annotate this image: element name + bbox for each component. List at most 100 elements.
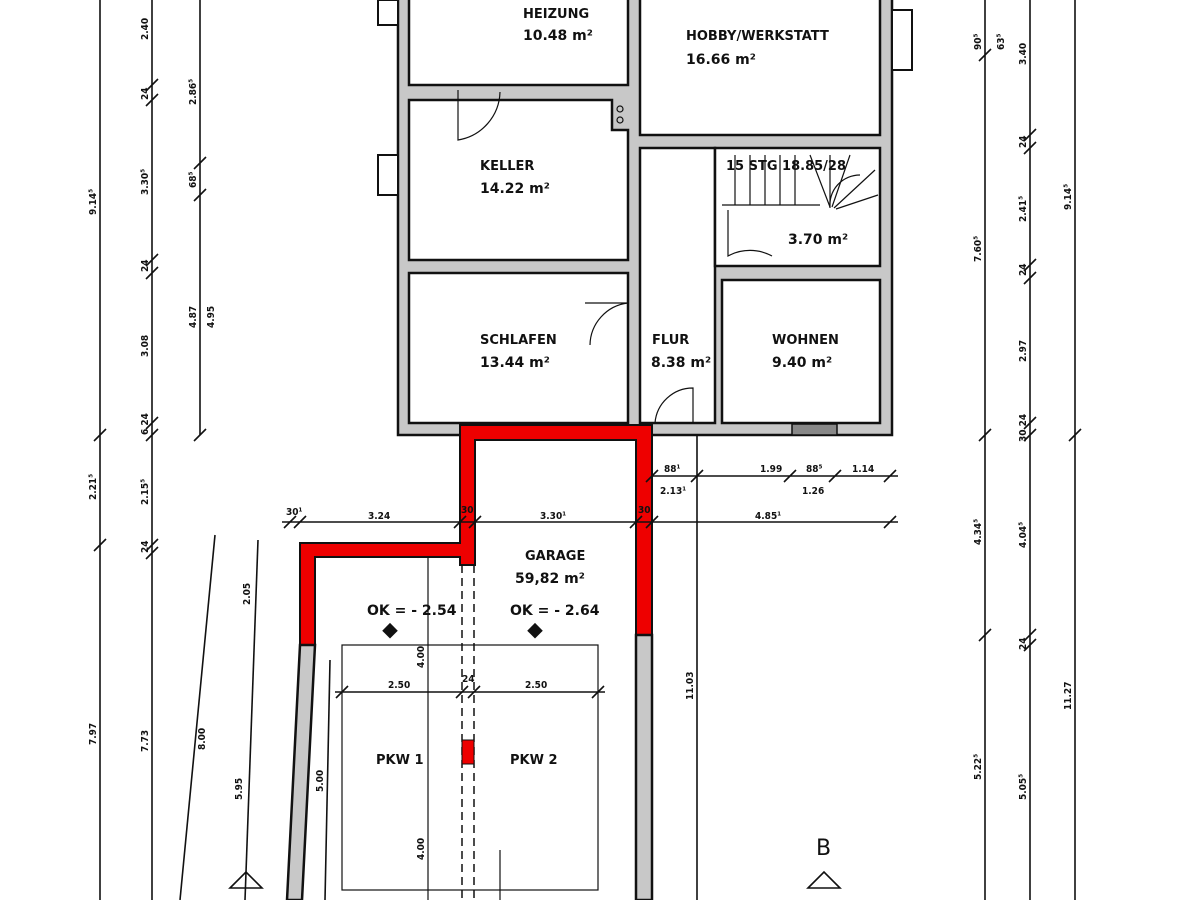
- dimension-tick: [283, 515, 297, 529]
- dimension-text: 2.13¹: [660, 486, 686, 497]
- dimension-tick: [1023, 271, 1037, 285]
- dimension-tick: [978, 628, 992, 642]
- level-label: OK = - 2.54: [367, 603, 457, 619]
- dimension-text: 24: [140, 87, 151, 100]
- door-schlafen: [585, 302, 629, 346]
- dimension-text: 2.15⁵: [140, 479, 151, 505]
- dimension-text: 1.26: [802, 486, 824, 497]
- room-flur: [638, 146, 717, 425]
- dimension-tick: [335, 685, 349, 699]
- stair-label: 15 STG 18.85/28: [726, 159, 846, 174]
- dimension-lines-vertical: [99, 0, 1076, 900]
- dimension-text: 11.03: [685, 672, 696, 700]
- dimension-text: 2.50: [388, 680, 410, 691]
- dimension-text: 30: [638, 505, 651, 516]
- dimension-tick: [193, 188, 207, 202]
- dimension-tick: [145, 266, 159, 280]
- column-marker: [461, 739, 475, 765]
- room-schlafen: [407, 271, 630, 425]
- section-marker-icon: [228, 870, 264, 889]
- dimension-text: 3.30¹: [540, 511, 566, 522]
- dimension-text: 24: [1018, 135, 1029, 148]
- room-area: 9.40 m²: [772, 355, 832, 371]
- dimension-tick: [690, 469, 704, 483]
- room-name: WOHNEN: [772, 333, 839, 348]
- dimension-text: 5.22⁵: [973, 754, 984, 780]
- room-name: HEIZUNG: [523, 7, 589, 22]
- level-marker-icon: [382, 622, 398, 639]
- level-marker-icon: [527, 622, 543, 639]
- dimension-text: 8.00: [197, 728, 208, 750]
- room-name: FLUR: [652, 333, 689, 348]
- room-name: GARAGE: [525, 549, 585, 564]
- dimension-tick: [629, 515, 643, 529]
- dimension-tick: [145, 78, 159, 92]
- dimension-tick: [1023, 258, 1037, 272]
- dimension-text: 2.86⁵: [188, 79, 199, 105]
- dimension-text: 1.14: [852, 464, 874, 475]
- dimension-text: 88¹: [664, 464, 681, 475]
- room-area: 13.44 m²: [480, 355, 550, 371]
- dimension-text: 30¹: [286, 507, 303, 518]
- dimension-tick: [145, 93, 159, 107]
- section-label: B: [816, 836, 831, 861]
- dimension-text: 4.95: [206, 306, 217, 328]
- dimension-text: 68⁵: [188, 171, 199, 188]
- dimension-text: 2.21⁵: [88, 474, 99, 500]
- dimension-text: 30: [461, 505, 474, 516]
- door-flur: [654, 387, 694, 424]
- dimension-text: 90⁵: [973, 33, 984, 50]
- dimension-text: 24: [140, 259, 151, 272]
- dimension-text: 5.05⁵: [1018, 774, 1029, 800]
- dimension-text: 5.95: [234, 778, 245, 800]
- dimension-tick: [93, 428, 107, 442]
- dimension-text: 3.40: [1018, 43, 1029, 65]
- dimension-text: 24: [140, 540, 151, 553]
- door-keller: [457, 90, 501, 141]
- room-name: KELLER: [480, 159, 534, 174]
- room-area: 10.48 m²: [523, 28, 593, 44]
- dimension-tick: [1023, 416, 1037, 430]
- dimension-text: 4.00: [416, 838, 427, 860]
- dimension-text: 2.40: [140, 18, 151, 40]
- dimension-text: 24: [462, 674, 475, 685]
- room-heizung: [407, 0, 630, 87]
- dimension-text: 88⁵: [806, 464, 823, 475]
- room-area: 3.70 m²: [788, 232, 848, 248]
- dimension-text: 3.24: [368, 511, 390, 522]
- dimension-text: 9.14⁵: [1063, 184, 1074, 210]
- dimension-tick: [828, 469, 842, 483]
- dimension-text: 5.00: [315, 770, 326, 792]
- parking-outline: [341, 644, 599, 891]
- room-name: SCHLAFEN: [480, 333, 557, 348]
- chimney-icon: [616, 105, 624, 113]
- room-stair: [713, 146, 882, 268]
- dimension-tick: [293, 515, 307, 529]
- room-wohnen: [720, 278, 882, 425]
- dimension-tick: [645, 515, 659, 529]
- dimension-tick: [455, 685, 469, 699]
- dimension-tick: [591, 685, 605, 699]
- dimension-tick: [883, 469, 897, 483]
- vertical-dimension-texts: 9.14⁵ 2.21⁵ 7.97 2.40 24 3.30⁵ 24 3.08 6…: [88, 18, 1074, 860]
- staircase: [722, 154, 879, 210]
- dimension-text: 4.85¹: [755, 511, 781, 522]
- dimension-tick: [467, 685, 481, 699]
- dimension-tick: [1023, 141, 1037, 155]
- dimension-text: 24: [1018, 637, 1029, 650]
- dimension-text: 3.08: [140, 335, 151, 357]
- dimension-text: 2.97: [1018, 340, 1029, 362]
- dimension-tick: [783, 469, 797, 483]
- dimension-tick: [93, 538, 107, 552]
- dimension-tick: [145, 428, 159, 442]
- dimension-tick: [1023, 628, 1037, 642]
- room-keller: [407, 98, 630, 262]
- dimension-text: 3.30⁵: [140, 169, 151, 195]
- dimension-tick: [145, 546, 159, 560]
- dimension-text: 4.00: [416, 646, 427, 668]
- dimension-text: 6 24: [140, 413, 151, 435]
- dimension-tick: [145, 253, 159, 267]
- dimension-text: 4.87: [188, 306, 199, 328]
- dimension-tick: [193, 428, 207, 442]
